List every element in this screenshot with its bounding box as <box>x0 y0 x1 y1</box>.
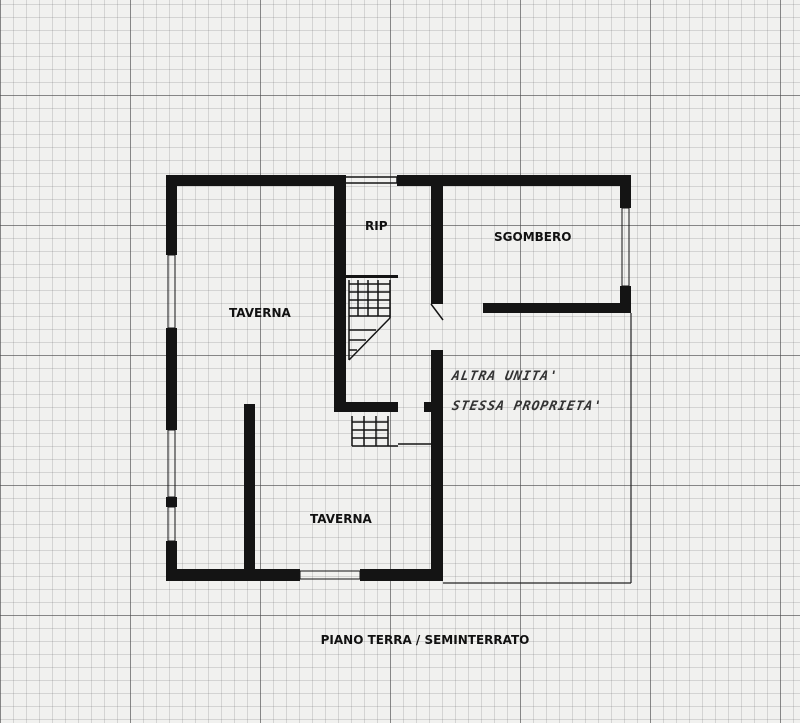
wall-center-stub <box>424 402 432 412</box>
wall-bottom-right <box>360 569 442 581</box>
wall-left-low <box>166 497 177 507</box>
staircase-upper <box>348 280 391 361</box>
wall-left-mid <box>166 328 177 430</box>
door-rip-top <box>343 176 398 184</box>
room-label-taverna-top: TAVERNA <box>229 306 291 320</box>
wall-stair-top <box>346 275 398 278</box>
window-left-3 <box>167 506 176 542</box>
window-right <box>621 207 630 287</box>
note-altra-unita: ALTRA UNITA' <box>450 369 560 384</box>
walls <box>166 175 631 581</box>
wall-stair-left <box>334 175 346 412</box>
wall-sgombero-bottom <box>483 303 631 313</box>
room-label-sgombero: SGOMBERO <box>494 230 572 244</box>
wall-center-lower <box>431 350 443 581</box>
wall-left-top <box>166 175 177 255</box>
staircase-lower <box>351 416 398 447</box>
room-label-rip: RIP <box>365 219 388 233</box>
wall-right-top <box>620 175 631 208</box>
other-unit-outline <box>443 313 632 584</box>
room-label-taverna-bottom: TAVERNA <box>310 512 372 526</box>
wall-partition <box>244 404 255 572</box>
window-left-1 <box>167 254 176 329</box>
plan-caption: PIANO TERRA / SEMINTERRATO <box>320 633 530 647</box>
doors <box>398 303 444 445</box>
wall-left-bot <box>166 541 177 581</box>
note-stessa-proprieta: STESSA PROPRIETA' <box>450 399 604 414</box>
wall-right-mid <box>620 286 631 313</box>
window-bottom <box>299 570 361 580</box>
wall-stair-bottom <box>334 402 398 412</box>
wall-top-right <box>397 175 631 186</box>
wall-bottom-left <box>166 569 300 581</box>
wall-center-upper <box>431 186 443 304</box>
window-left-2 <box>167 429 176 498</box>
wall-top-left <box>166 175 344 186</box>
